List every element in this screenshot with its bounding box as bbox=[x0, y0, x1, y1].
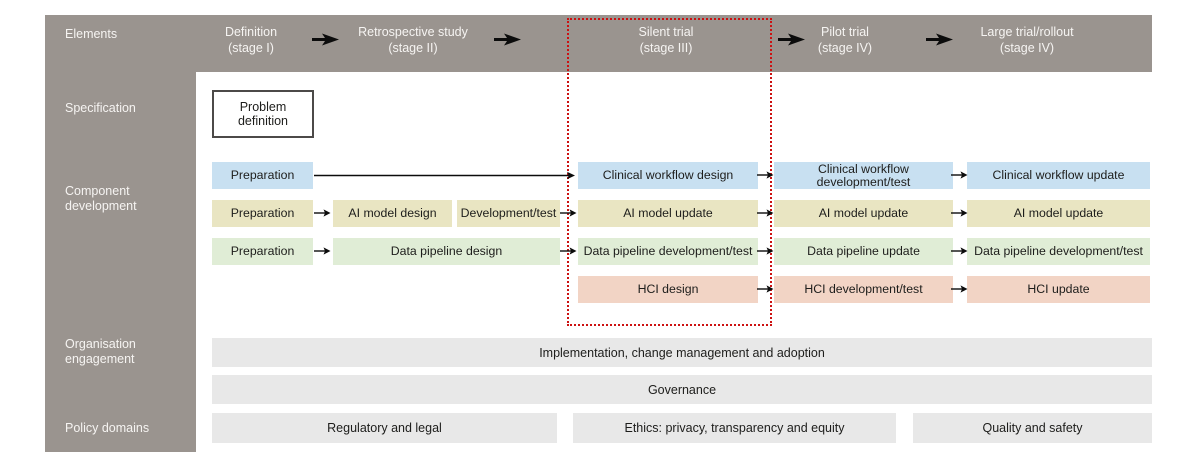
data-pipeline-design-box: Data pipeline design bbox=[333, 238, 560, 265]
preparation-flow-arrow bbox=[314, 171, 575, 180]
stage-name: Pilot trial bbox=[821, 25, 869, 39]
ai-model-update-box: AI model update bbox=[967, 200, 1150, 227]
stage-name: Large trial/rollout bbox=[980, 25, 1074, 39]
stage-number: (stage II) bbox=[388, 40, 438, 55]
stage-header-pilot-trial: Pilot trial (stage IV) bbox=[775, 25, 915, 56]
stage-header-retrospective-study: Retrospective study (stage II) bbox=[333, 25, 493, 56]
flow-arrow-icon bbox=[757, 171, 774, 179]
flow-arrow-icon bbox=[757, 209, 774, 217]
ai-model-design-box: AI model design bbox=[333, 200, 452, 227]
stage-header-bar bbox=[45, 15, 1152, 72]
data-pipeline-devtest-box: Data pipeline development/test bbox=[967, 238, 1150, 265]
flow-arrow-icon bbox=[314, 247, 331, 255]
ai-model-update-box: AI model update bbox=[578, 200, 758, 227]
flow-arrow-icon bbox=[757, 285, 774, 293]
stage-name: Retrospective study bbox=[358, 25, 468, 39]
flow-arrow-icon bbox=[560, 247, 577, 255]
flow-arrow-icon bbox=[951, 209, 968, 217]
stage-number: (stage IV) bbox=[999, 40, 1055, 55]
data-pipeline-devtest-box: Data pipeline development/test bbox=[578, 238, 758, 265]
hci-update-box: HCI update bbox=[967, 276, 1150, 303]
flow-arrow-icon bbox=[951, 171, 968, 179]
elements-label: Elements bbox=[65, 27, 118, 41]
flow-arrow-icon bbox=[560, 209, 577, 217]
policy-band-regulatory: Regulatory and legal bbox=[212, 413, 557, 443]
row-label-policy-domains: Policy domains bbox=[65, 421, 150, 435]
hci-devtest-box: HCI development/test bbox=[774, 276, 953, 303]
stage-header-large-trial: Large trial/rollout (stage IV) bbox=[942, 25, 1112, 56]
stage-header-silent-trial: Silent trial (stage III) bbox=[586, 25, 746, 56]
clinical-workflow-design-box: Clinical workflow design bbox=[578, 162, 758, 189]
stage-arrow-icon bbox=[778, 33, 805, 46]
policy-band-ethics: Ethics: privacy, transparency and equity bbox=[573, 413, 896, 443]
flow-arrow-icon bbox=[314, 209, 331, 217]
clinical-workflow-update-box: Clinical workflow update bbox=[967, 162, 1150, 189]
clinical-workflow-devtest-box: Clinical workflow development/test bbox=[774, 162, 953, 189]
row-label-component-development: Component development bbox=[65, 184, 137, 213]
ai-model-update-box: AI model update bbox=[774, 200, 953, 227]
stage-arrow-icon bbox=[926, 33, 953, 46]
row-label-sidebar bbox=[45, 72, 196, 452]
implementation-band: Implementation, change management and ad… bbox=[212, 338, 1152, 367]
row-label-specification: Specification bbox=[65, 101, 136, 115]
stage-number: (stage IV) bbox=[817, 40, 873, 55]
flow-arrow-icon bbox=[757, 247, 774, 255]
governance-band: Governance bbox=[212, 375, 1152, 404]
stage-header-definition: Definition (stage I) bbox=[191, 25, 311, 56]
data-pipeline-update-box: Data pipeline update bbox=[774, 238, 953, 265]
clinical-preparation-box: Preparation bbox=[212, 162, 313, 189]
stage-arrow-icon bbox=[312, 33, 339, 46]
flow-arrow-icon bbox=[951, 247, 968, 255]
flow-arrow-icon bbox=[951, 285, 968, 293]
stage-number: (stage I) bbox=[228, 40, 274, 55]
hci-design-box: HCI design bbox=[578, 276, 758, 303]
stage-name: Silent trial bbox=[638, 25, 694, 39]
stage-arrow-icon bbox=[494, 33, 521, 46]
row-label-organisation-engagement: Organisation engagement bbox=[65, 337, 136, 366]
policy-band-quality: Quality and safety bbox=[913, 413, 1152, 443]
stage-number: (stage III) bbox=[639, 40, 693, 55]
problem-definition-box: Problem definition bbox=[212, 90, 314, 138]
ai-preparation-box: Preparation bbox=[212, 200, 313, 227]
data-preparation-box: Preparation bbox=[212, 238, 313, 265]
ai-development-test-box: Development/test bbox=[457, 200, 560, 227]
stage-name: Definition bbox=[224, 25, 278, 39]
